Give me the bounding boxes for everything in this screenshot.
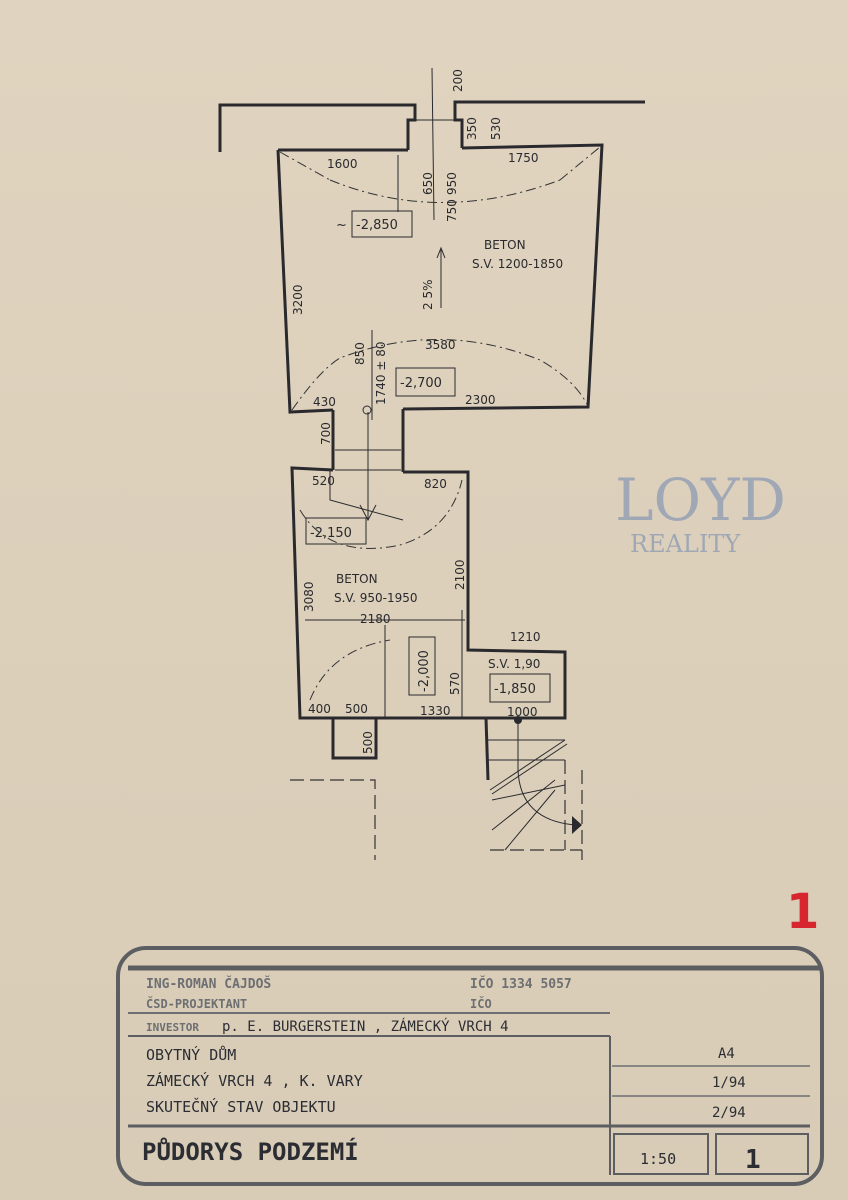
dim-label: 430 (313, 395, 336, 409)
floor-level-label: -2,700 (400, 376, 442, 391)
lower-room-outline (290, 466, 567, 720)
dim-label: 500 (361, 731, 375, 754)
dim-label: 1600 (327, 157, 358, 171)
company-ico: IČO 1334 5057 (470, 976, 572, 992)
date-value: 1/94 (712, 1075, 746, 1091)
dim-label: 1740 ± 80 (374, 342, 388, 406)
upper-room-outline (276, 143, 604, 414)
drawing-title: PŮDORYS PODZEMÍ (142, 1136, 359, 1166)
dim-label: 820 (424, 477, 447, 491)
dim-label: 500 (345, 702, 368, 716)
investor-label: INVESTOR (146, 1021, 199, 1034)
scale-value: 1:50 (640, 1150, 676, 1168)
approx-sign: ~ (336, 218, 347, 233)
floor-level-label: -2,150 (310, 526, 352, 541)
role-label: ČSD-PROJEKTANT (146, 996, 247, 1011)
watermark-sub: REALITY (630, 530, 741, 558)
date-value: 2/94 (712, 1105, 746, 1121)
dim-label: 570 (448, 672, 462, 695)
material-label: BETON (484, 238, 526, 252)
dim-label: 850 (353, 342, 367, 365)
corridor-walls (331, 409, 405, 472)
level-box (408, 636, 436, 696)
dim-label: 350 (465, 117, 479, 140)
floor-level-label: -2,850 (356, 218, 398, 233)
spiral-staircase (290, 716, 583, 860)
dim-label: 750 (445, 199, 459, 222)
height-range-label: S.V. 1200-1850 (472, 257, 563, 271)
dim-label: 1750 (508, 151, 539, 165)
watermark: LOYD REALITY (615, 466, 786, 558)
dim-label: 2180 (360, 612, 391, 626)
dim-label: 530 (489, 117, 503, 140)
investor-value: p. E. BURGERSTEIN , ZÁMECKÝ VRCH 4 (222, 1018, 509, 1035)
watermark-brand: LOYD (615, 466, 786, 534)
building-type: OBYTNÝ DŮM (146, 1045, 236, 1064)
floor-level-label: -1,850 (494, 682, 536, 697)
slope-label: 2 5% (421, 280, 435, 311)
role-ico: IČO (470, 996, 492, 1011)
upper-room-labels: 1600 1750 200 350 530 650 950 750 ~ -2,8… (291, 69, 563, 409)
lower-room-labels: 700 520 820 -2,150 BETON S.V. 950-1950 3… (302, 422, 541, 754)
height-label: S.V. 1,90 (488, 657, 540, 671)
address: ZÁMECKÝ VRCH 4 , K. VARY (146, 1071, 363, 1090)
dim-label: 1210 (510, 630, 541, 644)
level-box (395, 367, 456, 397)
title-block: ING-ROMAN ČAJDOŠ IČO 1334 5057 ČSD-PROJE… (116, 946, 824, 1186)
dim-label: 3200 (291, 284, 305, 315)
niche (331, 718, 378, 760)
dim-label: 1330 (420, 704, 451, 718)
company-name: ING-ROMAN ČAJDOŠ (146, 976, 271, 992)
dim-label: 950 (445, 172, 459, 195)
arrow-head-icon (436, 246, 446, 259)
dim-label: 3080 (302, 581, 316, 612)
material-label: BETON (336, 572, 378, 586)
dim-label: 700 (319, 422, 333, 445)
dim-label: 2100 (453, 559, 467, 590)
vault-arcs (279, 146, 601, 411)
drawing-subject: SKUTEČNÝ STAV OBJEKTU (146, 1097, 336, 1116)
dim-label: 2300 (465, 393, 496, 407)
dim-label: 650 (421, 172, 435, 195)
dim-label: 1000 (507, 705, 538, 719)
dim-label: 520 (312, 474, 335, 488)
level-box (489, 673, 551, 703)
format-value: A4 (718, 1046, 735, 1062)
dim-label: 400 (308, 702, 331, 716)
level-box (351, 210, 413, 238)
dim-label: 200 (451, 69, 465, 92)
dim-label: 3580 (425, 338, 456, 352)
level-box (305, 517, 367, 545)
height-range-label: S.V. 950-1950 (334, 591, 418, 605)
exterior-wall-lines (218, 67, 645, 221)
sheet-number: 1 (745, 1145, 761, 1175)
sheet-marker: 1 (786, 884, 819, 940)
floor-level-label: -2,000 (417, 650, 432, 692)
